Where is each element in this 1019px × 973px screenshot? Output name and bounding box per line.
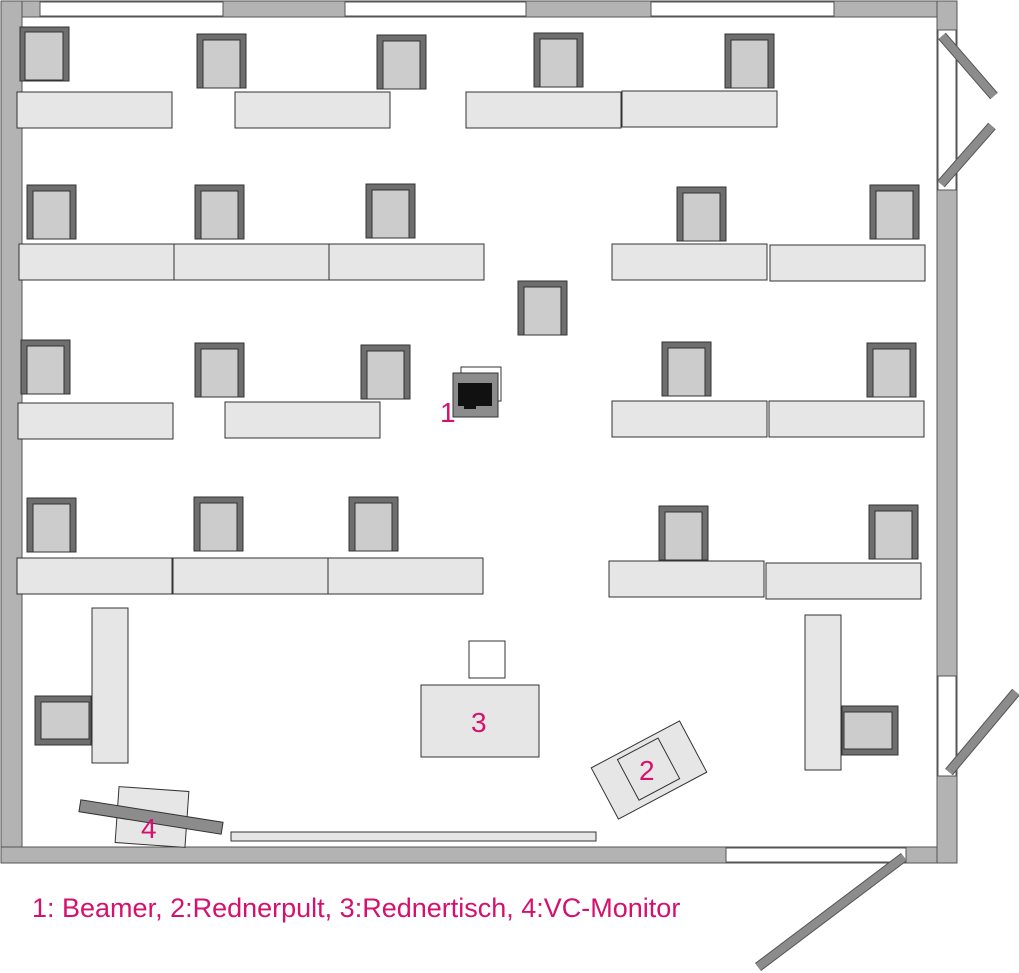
desk: [328, 243, 485, 281]
rednertisch: [420, 640, 540, 758]
chair-seat: [371, 189, 410, 239]
desks: [16, 90, 926, 842]
chair-seat: [202, 39, 241, 89]
desk: [17, 402, 174, 440]
desk: [327, 557, 484, 595]
chair-seat: [199, 502, 238, 552]
desk: [16, 91, 173, 129]
door-leaf-right-bottom-fill: [945, 689, 1019, 775]
legend: 1: Beamer, 2:Rednerpult, 3:Rednertisch, …: [32, 893, 681, 923]
window-top-1: [39, 1, 224, 17]
chair-seat: [730, 39, 769, 89]
chair-seat: [366, 350, 405, 400]
chair-seat: [200, 348, 239, 398]
chair-seat: [843, 711, 893, 750]
chair-seat: [875, 190, 914, 240]
chair-seat: [24, 31, 64, 81]
desk: [172, 557, 329, 595]
chair-seat: [26, 345, 65, 395]
beamer-screen: [458, 383, 492, 406]
desk: [621, 90, 778, 128]
desk: [16, 557, 173, 595]
chair-seat: [664, 511, 703, 561]
rednertisch-table: [420, 684, 540, 758]
window-top-3: [650, 1, 835, 17]
chair-seat: [32, 190, 71, 240]
door-leaf-right-top-2-fill: [937, 123, 996, 187]
window-top-2: [344, 1, 527, 17]
label-beamer: 1: [440, 397, 456, 428]
desk: [173, 243, 330, 281]
desk: [611, 243, 768, 281]
desk: [234, 91, 391, 129]
chair-seat: [40, 701, 90, 740]
beamer: [452, 366, 502, 418]
chair-seat: [32, 503, 71, 553]
chair-seat: [667, 347, 706, 397]
door-opening-right-bottom: [937, 675, 957, 777]
bench-front: [230, 831, 597, 842]
vc-monitor-screen: [78, 799, 224, 835]
chair-seat: [200, 190, 239, 240]
doors: [754, 32, 1019, 971]
desk: [465, 91, 622, 129]
windows: [39, 1, 957, 863]
desk: [765, 562, 922, 600]
door-leaf-bottom-fill: [755, 853, 907, 971]
desk: [608, 560, 765, 598]
label-rednerpult: 2: [639, 755, 655, 786]
chair-seat: [539, 38, 578, 88]
rednerpult-top: [616, 737, 681, 801]
desk: [768, 400, 925, 438]
chairs: [19, 26, 920, 756]
rednerpult: [590, 720, 708, 820]
door-leaf-right-top-1-fill: [938, 33, 998, 99]
side-desk-left: [91, 607, 129, 764]
desk: [18, 243, 175, 281]
beamer-stand: [464, 405, 476, 409]
desk: [611, 400, 768, 438]
chair-seat: [874, 510, 913, 560]
chair-seat: [354, 502, 393, 552]
door-opening-right-top: [937, 29, 957, 191]
chair-seat: [523, 286, 562, 336]
label-vc-monitor: 4: [141, 813, 157, 844]
vc-monitor: [78, 786, 224, 848]
chair-seat: [682, 192, 721, 242]
desk: [224, 401, 381, 439]
chair-seat: [872, 348, 911, 398]
label-rednertisch: 3: [471, 707, 487, 738]
side-desk-right: [804, 614, 842, 771]
rednertisch-chair: [468, 640, 506, 679]
desk: [769, 244, 926, 282]
chair-seat: [382, 40, 421, 90]
door-opening-bottom: [725, 847, 907, 863]
